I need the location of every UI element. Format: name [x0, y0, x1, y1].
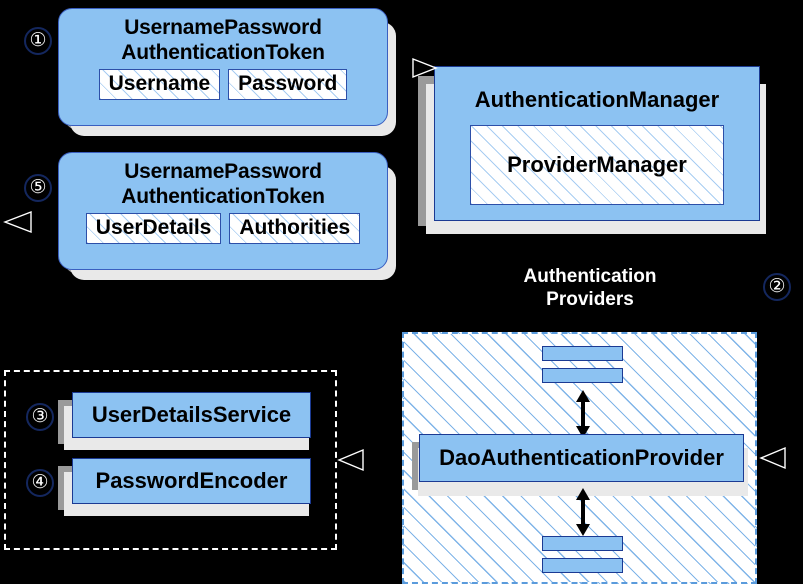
providers-label-line1: Authentication: [523, 266, 657, 287]
authentication-manager-box[interactable]: AuthenticationManager ProviderManager: [434, 66, 760, 221]
marker-4: ④: [26, 469, 54, 497]
authentication-manager-title: AuthenticationManager: [474, 87, 720, 112]
provider-manager-label: ProviderManager: [507, 152, 687, 177]
authentication-providers-label: Authentication Providers: [470, 265, 710, 311]
marker-1: ①: [24, 27, 52, 55]
password-encoder-label: PasswordEncoder: [95, 468, 288, 493]
token-slot-userdetails[interactable]: UserDetails: [85, 213, 222, 244]
provider-input-arrow-icon: [759, 446, 786, 470]
token-title-line1: UsernamePassword: [124, 16, 322, 39]
token-title-line2: AuthenticationToken: [121, 185, 325, 208]
token-title-line1: UsernamePassword: [124, 160, 322, 183]
output-arrow-icon: [3, 210, 32, 234]
services-input-arrow-icon: [337, 448, 364, 472]
user-details-service-label: UserDetailsService: [91, 402, 292, 427]
token-title-line2: AuthenticationToken: [121, 41, 325, 64]
provider-link-arrow-bottom-icon: [576, 488, 590, 536]
token-slot-password[interactable]: Password: [228, 69, 348, 100]
marker-2: ②: [763, 273, 791, 301]
marker-5: ⑤: [24, 174, 52, 202]
provider-link-arrow-top-icon: [576, 390, 590, 438]
token-card-credentials[interactable]: UsernamePassword AuthenticationToken Use…: [58, 8, 388, 126]
dao-authentication-provider-label: DaoAuthenticationProvider: [439, 445, 724, 470]
token-card-authenticated[interactable]: UsernamePassword AuthenticationToken Use…: [58, 152, 388, 270]
user-details-service-box[interactable]: UserDetailsService: [72, 392, 311, 438]
token-slot-row: UserDetails Authorities: [59, 209, 387, 253]
provider-placeholder-bar[interactable]: [542, 536, 623, 551]
providers-label-line2: Providers: [546, 289, 634, 310]
token-slot-row: Username Password: [59, 65, 387, 109]
dao-authentication-provider-box[interactable]: DaoAuthenticationProvider: [419, 434, 744, 482]
provider-placeholder-bar[interactable]: [542, 346, 623, 361]
token-slot-username[interactable]: Username: [98, 69, 221, 100]
provider-manager-box[interactable]: ProviderManager: [470, 125, 724, 205]
input-arrow-icon: [412, 57, 438, 79]
provider-placeholder-bar[interactable]: [542, 368, 623, 383]
marker-3: ③: [26, 403, 54, 431]
password-encoder-box[interactable]: PasswordEncoder: [72, 458, 311, 504]
token-slot-authorities[interactable]: Authorities: [229, 213, 361, 244]
provider-placeholder-bar[interactable]: [542, 558, 623, 573]
services-group-region: [4, 370, 337, 550]
